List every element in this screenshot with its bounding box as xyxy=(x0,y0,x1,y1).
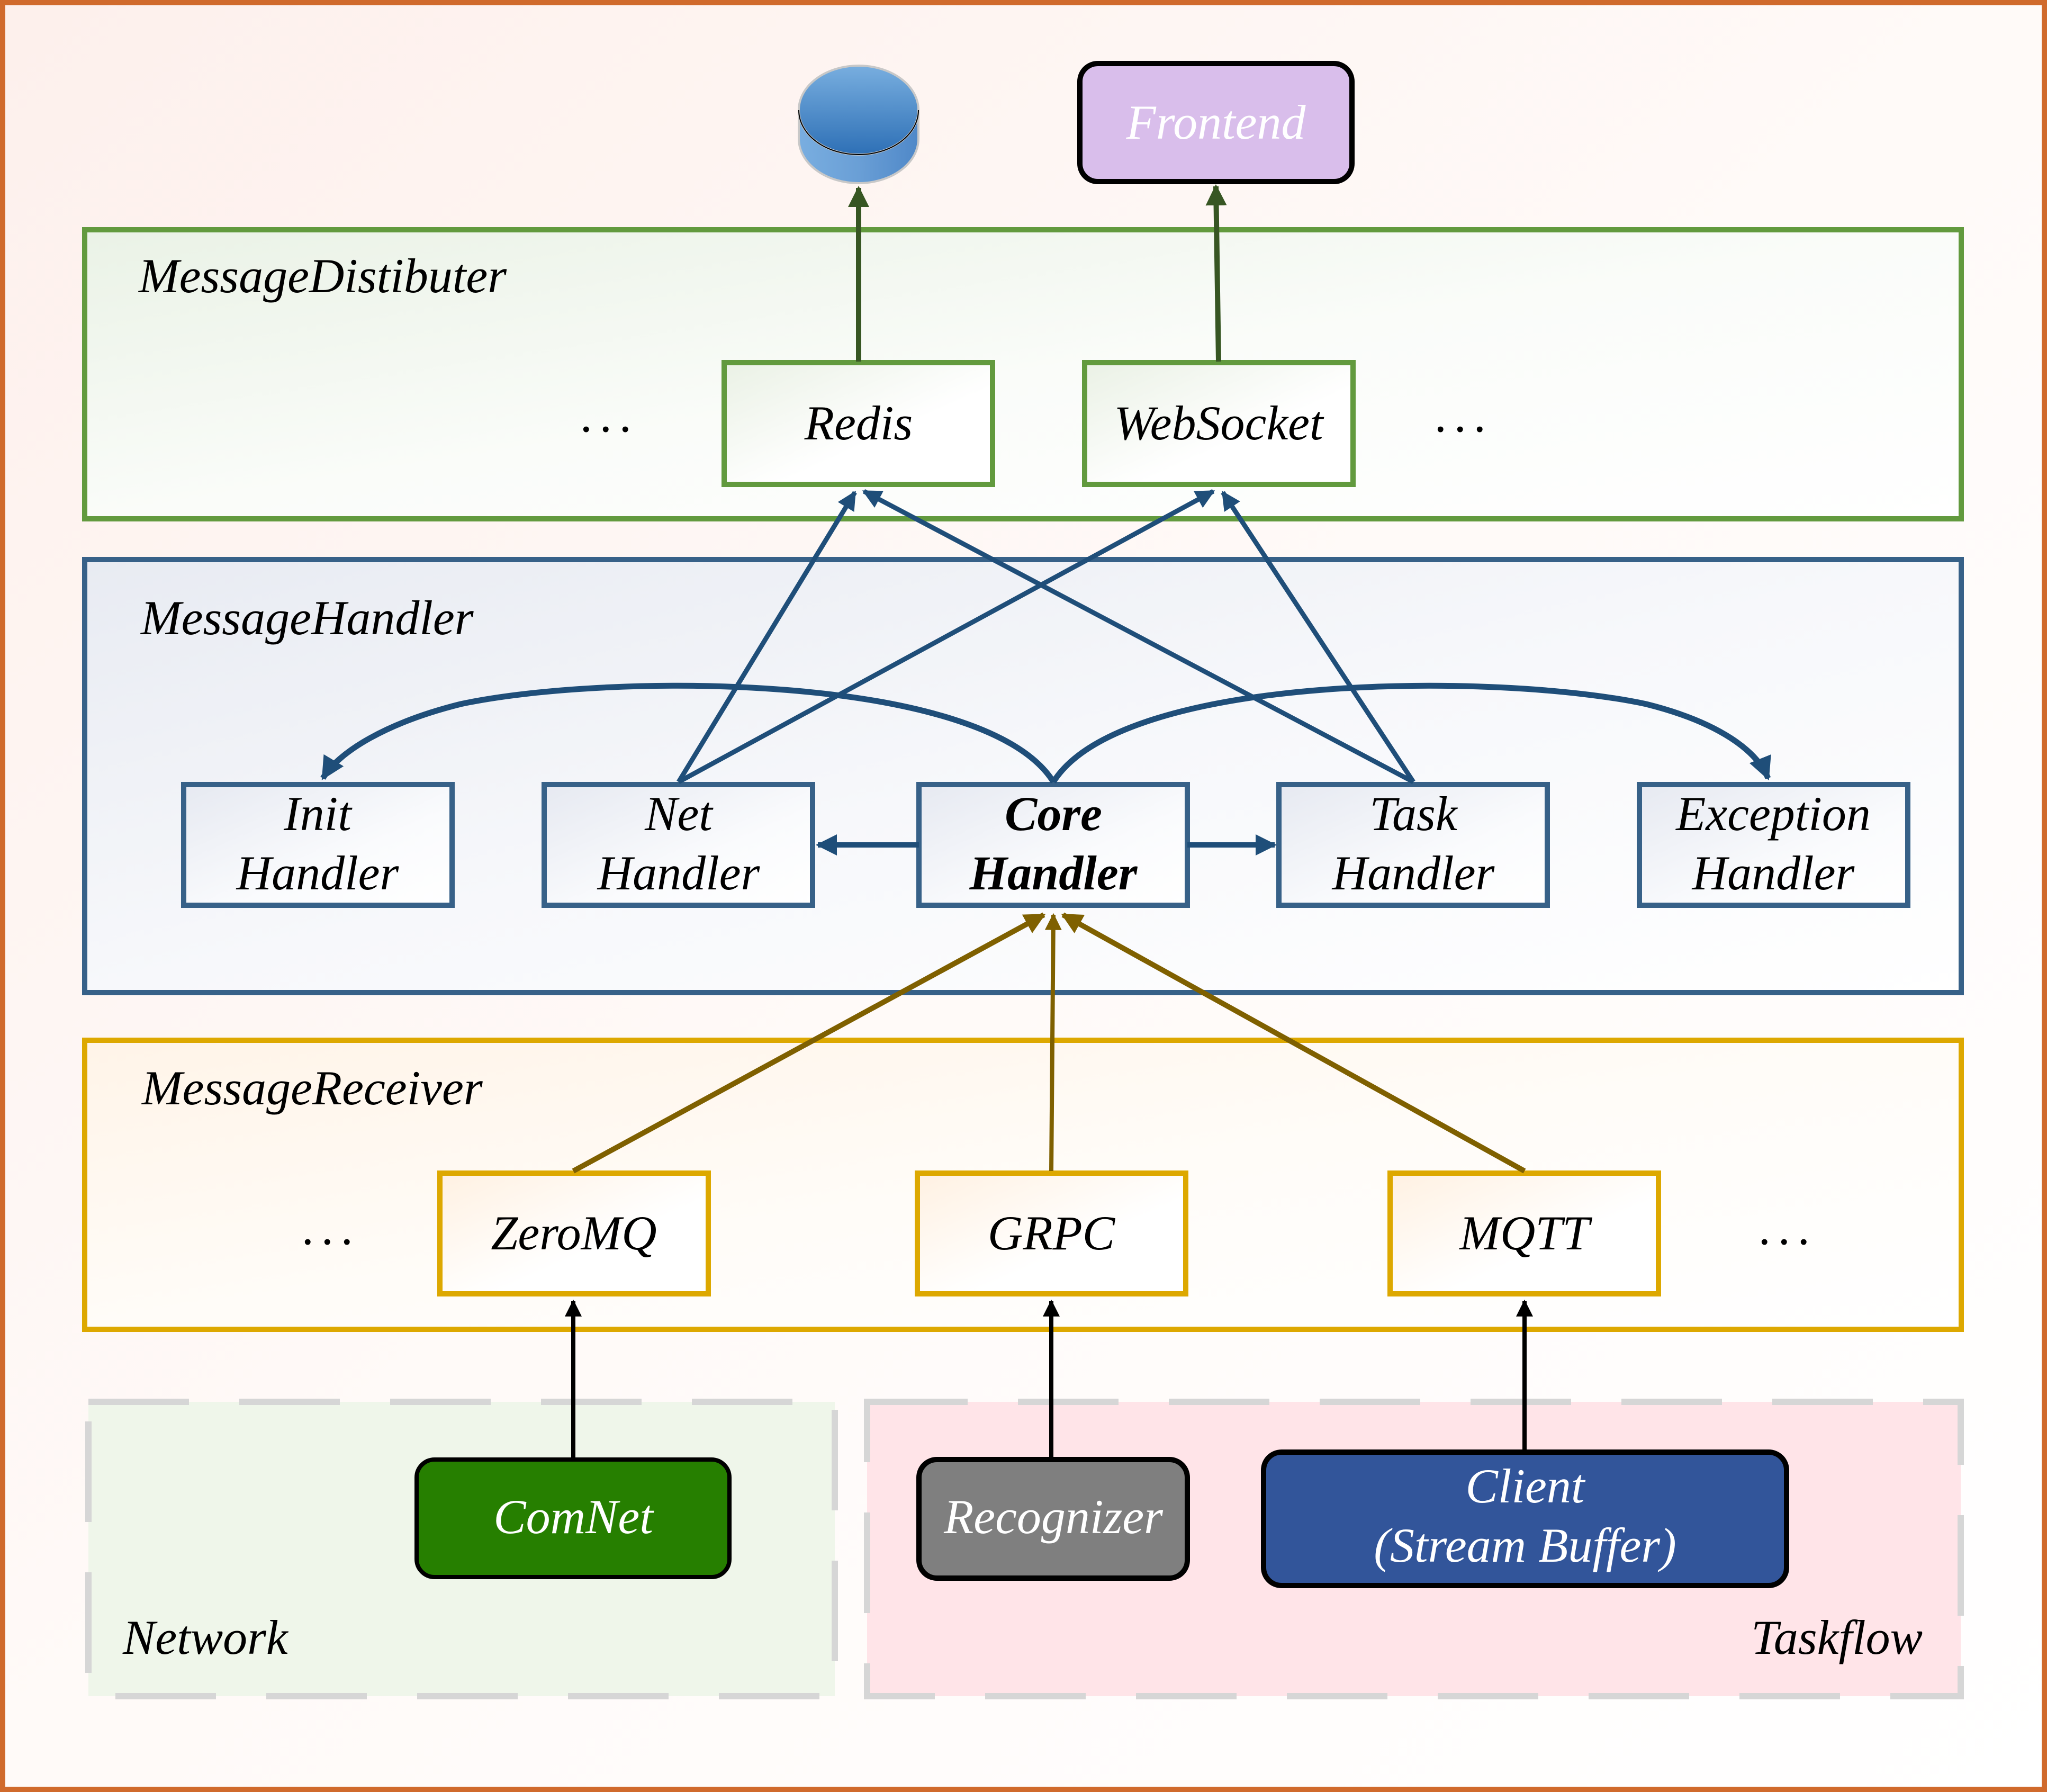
exception-handler-line2: Handler xyxy=(1692,846,1855,900)
message-distributer-title: MessageDistibuter xyxy=(138,249,507,303)
net-handler-line1: Net xyxy=(644,787,714,841)
arrow-net-to-redis xyxy=(677,490,857,784)
net-handler-line2: Handler xyxy=(597,846,761,900)
arrow-task-to-redis xyxy=(862,489,1415,784)
receiver-ellipsis-left: ... xyxy=(303,1201,362,1255)
websocket-node[interactable]: WebSocket xyxy=(1082,360,1356,487)
recognizer-label: Recognizer xyxy=(943,1490,1164,1544)
task-handler-line1: Task xyxy=(1369,787,1458,841)
arrow-zeromq-to-core xyxy=(572,912,1046,1174)
client-label-line1: Client xyxy=(1466,1459,1586,1513)
network-label: Network xyxy=(122,1610,289,1664)
message-receiver-title: MessageReceiver xyxy=(141,1061,483,1115)
core-handler-line2: Handler xyxy=(969,846,1138,900)
core-handler-node[interactable]: Core Handler xyxy=(916,782,1190,908)
arrow-grpc-to-core xyxy=(1044,913,1062,1172)
arrow-task-to-websocket xyxy=(1221,490,1415,784)
arrow-core-to-exception xyxy=(1051,682,1771,784)
init-handler-node[interactable]: Init Handler xyxy=(181,782,455,908)
taskflow-label: Taskflow xyxy=(1751,1610,1923,1664)
arrow-mqtt-to-core xyxy=(1061,912,1526,1174)
init-handler-line2: Handler xyxy=(236,846,400,900)
arrow-net-to-websocket xyxy=(677,489,1215,784)
distributer-ellipsis-right: ... xyxy=(1436,388,1494,442)
comnet-node[interactable]: ComNet xyxy=(414,1457,732,1579)
client-stream-buffer-node[interactable]: Client (Stream Buffer) xyxy=(1261,1449,1789,1588)
task-handler-line2: Handler xyxy=(1332,846,1495,900)
task-handler-node[interactable]: Task Handler xyxy=(1276,782,1550,908)
mqtt-node[interactable]: MQTT xyxy=(1387,1170,1661,1296)
exception-handler-line1: Exception xyxy=(1675,787,1871,841)
receiver-ellipsis-right: ... xyxy=(1760,1201,1818,1255)
redis-node[interactable]: Redis xyxy=(722,360,995,487)
comnet-label: ComNet xyxy=(493,1490,654,1544)
arrow-websocket-to-frontend xyxy=(1205,184,1227,362)
websocket-label: WebSocket xyxy=(1114,396,1324,450)
message-handler-title: MessageHandler xyxy=(140,591,474,645)
client-label-line2: (Stream Buffer) xyxy=(1374,1518,1676,1572)
distributer-ellipsis-left: ... xyxy=(581,388,640,442)
mqtt-label: MQTT xyxy=(1458,1206,1592,1260)
exception-handler-node[interactable]: Exception Handler xyxy=(1637,782,1910,908)
frontend-node[interactable]: Frontend xyxy=(1077,61,1355,184)
frontend-label: Frontend xyxy=(1126,95,1306,149)
zeromq-label: ZeroMQ xyxy=(491,1206,656,1260)
core-handler-line1: Core xyxy=(1005,787,1102,841)
database-cylinder-icon xyxy=(798,65,919,184)
net-handler-node[interactable]: Net Handler xyxy=(542,782,815,908)
arrow-core-to-init xyxy=(320,682,1056,784)
redis-label: Redis xyxy=(804,396,913,450)
grpc-node[interactable]: GRPC xyxy=(915,1170,1188,1296)
message-distributer-layer xyxy=(82,227,1964,521)
zeromq-node[interactable]: ZeroMQ xyxy=(437,1170,711,1296)
recognizer-node[interactable]: Recognizer xyxy=(916,1457,1190,1581)
grpc-label: GRPC xyxy=(988,1206,1116,1260)
init-handler-line1: Init xyxy=(283,787,353,841)
